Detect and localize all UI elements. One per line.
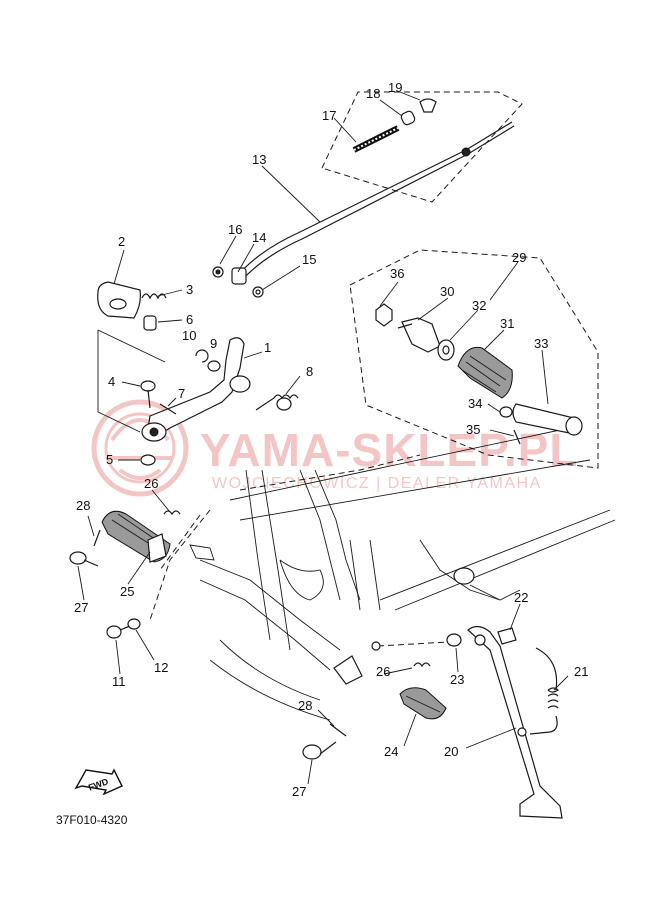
- part-25-footrest-left: [101, 510, 171, 563]
- callout-4: 4: [108, 374, 115, 389]
- callout-28-left: 28: [76, 498, 90, 513]
- part-11-bolt: [106, 625, 131, 639]
- part-5-washer: [140, 454, 156, 466]
- callout-31: 31: [500, 316, 514, 331]
- part-20-sidestand: [467, 625, 563, 819]
- watermark-logo: [91, 399, 189, 497]
- callout-7: 7: [178, 386, 185, 401]
- callout-5: 5: [106, 452, 113, 467]
- callout-8: 8: [306, 364, 313, 379]
- part-28-pin-left: [93, 529, 101, 547]
- callout-29: 29: [512, 250, 526, 265]
- stand-pivot-dashed: [371, 641, 449, 651]
- watermark-subtitle: WOJCIECHOWICZ | DEALER YAMAHA: [212, 475, 542, 492]
- part-15-washer: [252, 286, 264, 298]
- part-8-return-spring: [255, 394, 299, 411]
- callout-18: 18: [366, 86, 380, 101]
- callout-35: 35: [466, 422, 480, 437]
- part-17-adjuster-rod: [352, 125, 400, 153]
- callout-27-left: 27: [74, 600, 88, 615]
- part-1-brake-pedal: [141, 337, 251, 442]
- callout-19: 19: [388, 80, 402, 95]
- part-6-collar: [143, 315, 157, 331]
- callout-22: 22: [514, 590, 528, 605]
- fwd-arrow-icon: FWD: [74, 768, 123, 796]
- callout-20: 20: [444, 744, 458, 759]
- callout-30: 30: [440, 284, 454, 299]
- part-21-sidestand-spring: [529, 647, 559, 735]
- part-33-footrest-bar: [512, 403, 583, 436]
- part-26-spring-left: [163, 510, 181, 516]
- callout-21: 21: [574, 664, 588, 679]
- part-22-bolt: [497, 627, 517, 645]
- callout-15: 15: [302, 252, 316, 267]
- part-34-bolt: [499, 406, 513, 418]
- part-27-bolt-right: [302, 741, 337, 760]
- watermark-title: YAMA-SKLEP.PL: [200, 424, 579, 476]
- callout-24: 24: [384, 744, 398, 759]
- part-2-pedal-cover: [97, 281, 141, 319]
- callout-27-right: 27: [292, 784, 306, 799]
- pedal-sub-dashed-box: [97, 329, 166, 433]
- callout-10: 10: [182, 328, 196, 343]
- frame-outline: [149, 429, 616, 721]
- part-13-brake-rod: [234, 121, 515, 284]
- part-4-clevis-pin: [140, 380, 156, 409]
- callout-32: 32: [472, 298, 486, 313]
- callout-23: 23: [450, 672, 464, 687]
- callout-36: 36: [390, 266, 404, 281]
- part-28-pin-right: [329, 723, 347, 737]
- callout-3: 3: [186, 282, 193, 297]
- callout-11: 11: [112, 674, 126, 689]
- part-7-cotter-pin: [159, 403, 177, 415]
- callout-13: 13: [252, 152, 266, 167]
- part-35-cotter: [513, 429, 521, 445]
- callout-12: 12: [154, 660, 168, 675]
- callout-6: 6: [186, 312, 193, 327]
- part-32-washer: [437, 339, 455, 361]
- part-18-nut: [400, 110, 416, 126]
- callout-25: 25: [120, 584, 134, 599]
- part-26-spring-right: [413, 662, 431, 668]
- callout-2: 2: [118, 234, 125, 249]
- part-24-footrest-right: [333, 655, 447, 720]
- leader-lines: [77, 91, 569, 785]
- callout-14: 14: [252, 230, 266, 245]
- part-16-pin: [212, 266, 224, 278]
- part-23-washer: [446, 633, 462, 647]
- callout-26-upper: 26: [144, 476, 158, 491]
- callout-1: 1: [264, 340, 271, 355]
- part-3-spring: [141, 293, 167, 300]
- part-36-nut: [375, 303, 393, 327]
- callout-26-lower: 26: [376, 664, 390, 679]
- footrest-assembly-dashed-box: [349, 249, 599, 469]
- diagram-code: 37F010-4320: [56, 813, 128, 827]
- part-9-washer: [207, 360, 221, 372]
- callout-17: 17: [322, 108, 336, 123]
- part-27-bolt-left: [69, 551, 99, 567]
- part-10-circlip: [195, 349, 209, 363]
- callout-33: 33: [534, 336, 548, 351]
- callout-labels: 1 2 3 4 5 6 7 8 9 10 11 12 13 14 15 16 1…: [74, 80, 588, 799]
- part-30-bracket: [397, 317, 441, 353]
- callout-28-right: 28: [298, 698, 312, 713]
- part-31-footrest-rubber: [457, 346, 513, 399]
- callout-16: 16: [228, 222, 242, 237]
- callout-34: 34: [468, 396, 482, 411]
- part-12-collar: [127, 618, 141, 630]
- part-19-wing-nut: [419, 98, 437, 113]
- callout-9: 9: [210, 336, 217, 351]
- adjuster-dashed-box: [321, 91, 523, 203]
- part-14-clevis: [231, 267, 247, 285]
